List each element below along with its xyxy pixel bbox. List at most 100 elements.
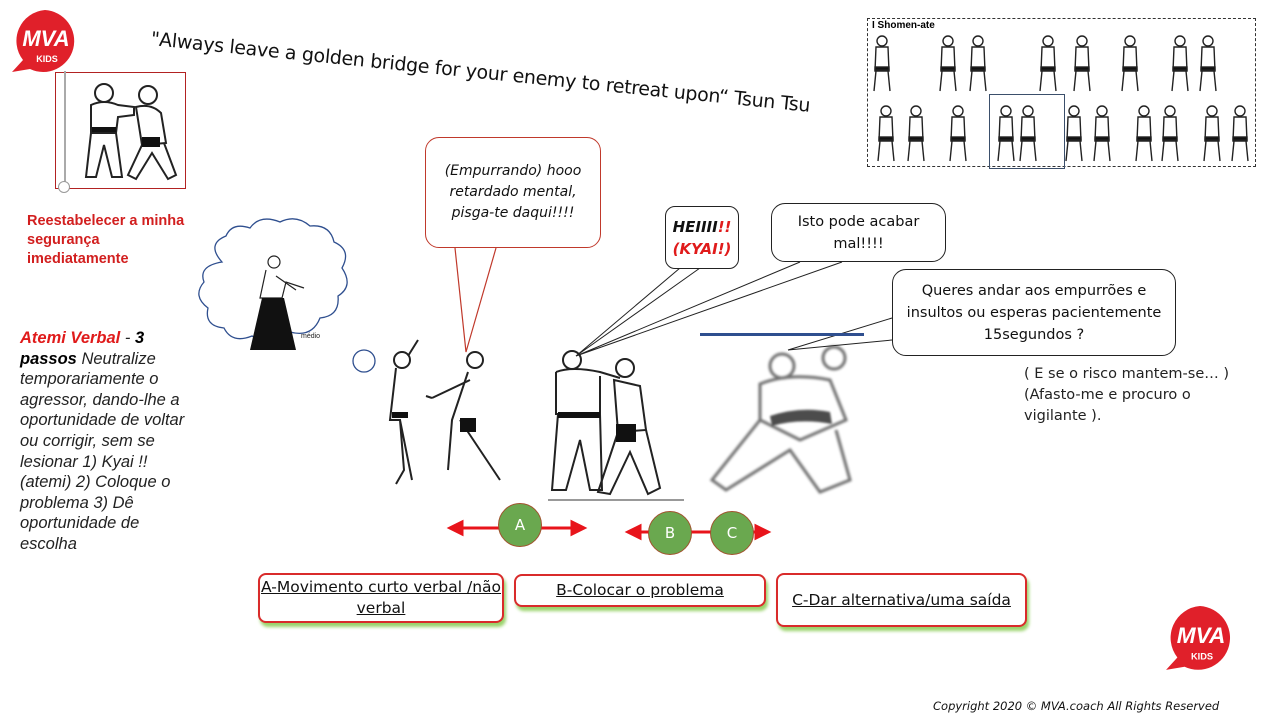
strip-figure-head bbox=[1202, 35, 1214, 47]
kyai-bubble-tail bbox=[575, 267, 701, 357]
strip-figure-body bbox=[1121, 46, 1139, 92]
slider-rail bbox=[64, 71, 66, 183]
strip-figure-body bbox=[939, 46, 957, 92]
strip-figure-head bbox=[880, 105, 892, 117]
choice-speech-bubble: Queres andar aos empurrões e insultos ou… bbox=[892, 269, 1176, 356]
strip-figure-body bbox=[1171, 46, 1189, 92]
logo-subtext: KIDS bbox=[1191, 652, 1213, 662]
strip-title: I Shomen-ate bbox=[872, 20, 935, 31]
strip-figure-belt bbox=[998, 136, 1014, 141]
strip-figure-body bbox=[997, 116, 1015, 162]
mva-kids-logo-top: MVA KIDS bbox=[10, 8, 80, 78]
push-speech-bubble: (Empurrando) hooo retardado mental, pisg… bbox=[425, 137, 601, 248]
fighters-illustration bbox=[84, 83, 178, 181]
strip-figure-belt bbox=[1074, 66, 1090, 71]
shomen-ate-sequence-panel: I Shomen-ate bbox=[867, 18, 1256, 169]
strip-figure-head bbox=[1164, 105, 1176, 117]
atemi-count: 3 bbox=[134, 329, 145, 347]
strip-figure-belt bbox=[878, 136, 894, 141]
risk-line-1: ( E se o risco mantem-se… ) bbox=[1024, 366, 1230, 382]
strip-figure-head bbox=[1076, 35, 1088, 47]
strip-figure-belt bbox=[1204, 136, 1220, 141]
strip-figure-belt bbox=[1162, 136, 1178, 141]
strip-figure-head bbox=[876, 35, 888, 47]
step-c-label: C-Dar alternativa/uma saída bbox=[776, 573, 1027, 627]
strip-figure-body bbox=[1161, 116, 1179, 162]
warning-bubble-tail bbox=[575, 261, 843, 357]
strip-figure-body bbox=[1065, 116, 1083, 162]
logo-subtext: KIDS bbox=[36, 54, 58, 64]
strip-figure-body bbox=[1073, 46, 1091, 92]
step-a-label: A-Movimento curto verbal /não verbal bbox=[258, 573, 504, 623]
cloud-caption: médio bbox=[301, 333, 320, 340]
strip-figure-head bbox=[910, 105, 922, 117]
strip-figure-head bbox=[1042, 35, 1054, 47]
strip-figure-belt bbox=[1232, 136, 1248, 141]
strip-figure-body bbox=[1203, 116, 1221, 162]
strip-figure-body bbox=[907, 116, 925, 162]
kyai-speech-bubble: HEIIII!! (KYAI!) bbox=[665, 206, 739, 269]
strip-figure-body bbox=[1199, 46, 1217, 92]
quote-text: "Always leave a golden bridge for your e… bbox=[149, 28, 812, 117]
kyai-shout: HEIIII bbox=[672, 217, 718, 236]
strip-figure-body bbox=[877, 116, 895, 162]
strip-figure-belt bbox=[1066, 136, 1082, 141]
strip-figure-belt bbox=[1094, 136, 1110, 141]
hakama-shape bbox=[250, 298, 296, 350]
atemi-separator: - bbox=[120, 329, 135, 347]
fighters-thumbnail bbox=[55, 71, 186, 193]
push-bubble-tail bbox=[454, 247, 497, 353]
risk-note: ( E se o risco mantem-se… ) (Afasto-me e… bbox=[1024, 364, 1229, 427]
fighters-panel-1 bbox=[388, 339, 501, 485]
marker-c: C bbox=[710, 511, 754, 555]
strip-figure-belt bbox=[1136, 136, 1152, 141]
strip-figure-belt bbox=[1200, 66, 1216, 71]
strip-figure-body bbox=[1231, 116, 1249, 162]
atemi-verbal-description: Atemi Verbal - 3 passos Neutralize tempo… bbox=[20, 328, 200, 555]
strip-figure-head bbox=[1096, 105, 1108, 117]
logo-text: MVA bbox=[1177, 623, 1226, 648]
marker-b: B bbox=[648, 511, 692, 555]
slider-knob bbox=[58, 181, 70, 193]
strip-figure-head bbox=[952, 105, 964, 117]
strip-figure-head bbox=[972, 35, 984, 47]
risk-line-3: vigilante ). bbox=[1024, 408, 1102, 424]
strip-figure-body bbox=[1039, 46, 1057, 92]
risk-line-2: (Afasto-me e procuro o bbox=[1024, 387, 1191, 403]
strip-figure-body bbox=[1019, 116, 1037, 162]
warning-speech-bubble: Isto pode acabar mal!!!! bbox=[771, 203, 946, 262]
strip-figure-head bbox=[1234, 105, 1246, 117]
strip-figure-head bbox=[1022, 105, 1034, 117]
safety-heading: Reestabelecer a minha segurança imediata… bbox=[27, 213, 185, 267]
strip-figure-belt bbox=[970, 66, 986, 71]
strip-figure-belt bbox=[940, 66, 956, 71]
aikido-figure bbox=[259, 255, 305, 299]
strip-figure-head bbox=[1000, 105, 1012, 117]
strip-figure-belt bbox=[1172, 66, 1188, 71]
strip-figure-body bbox=[1093, 116, 1111, 162]
atemi-title: Atemi Verbal bbox=[20, 329, 121, 347]
highlighted-frame bbox=[989, 94, 1065, 169]
choice-bubble-tail bbox=[787, 317, 893, 351]
thought-cloud bbox=[198, 218, 376, 373]
copyright-text: Copyright 2020 © MVA.coach All Rights Re… bbox=[933, 699, 1220, 713]
strip-figure-belt bbox=[874, 66, 890, 71]
fighters-panel-2 bbox=[550, 350, 662, 496]
shomen-ate-figures bbox=[873, 35, 1249, 162]
kyai-label: (KYAI!) bbox=[672, 239, 732, 258]
strip-figure-body bbox=[1135, 116, 1153, 162]
strip-figure-belt bbox=[1020, 136, 1036, 141]
strip-figure-head bbox=[1068, 105, 1080, 117]
strip-figure-head bbox=[1174, 35, 1186, 47]
strip-figure-body bbox=[873, 46, 891, 92]
strip-figure-belt bbox=[908, 136, 924, 141]
strip-figure-head bbox=[1124, 35, 1136, 47]
mva-kids-logo-bottom: MVA KIDS bbox=[1164, 604, 1236, 676]
strip-figure-head bbox=[1206, 105, 1218, 117]
atemi-body: Neutralize temporariamente o agressor, d… bbox=[20, 349, 185, 553]
marker-a: A bbox=[498, 503, 542, 547]
step-b-label: B-Colocar o problema bbox=[514, 574, 766, 607]
kyai-exclaim: !! bbox=[717, 217, 732, 236]
divider-line bbox=[700, 333, 864, 336]
strip-figure-body bbox=[949, 116, 967, 162]
